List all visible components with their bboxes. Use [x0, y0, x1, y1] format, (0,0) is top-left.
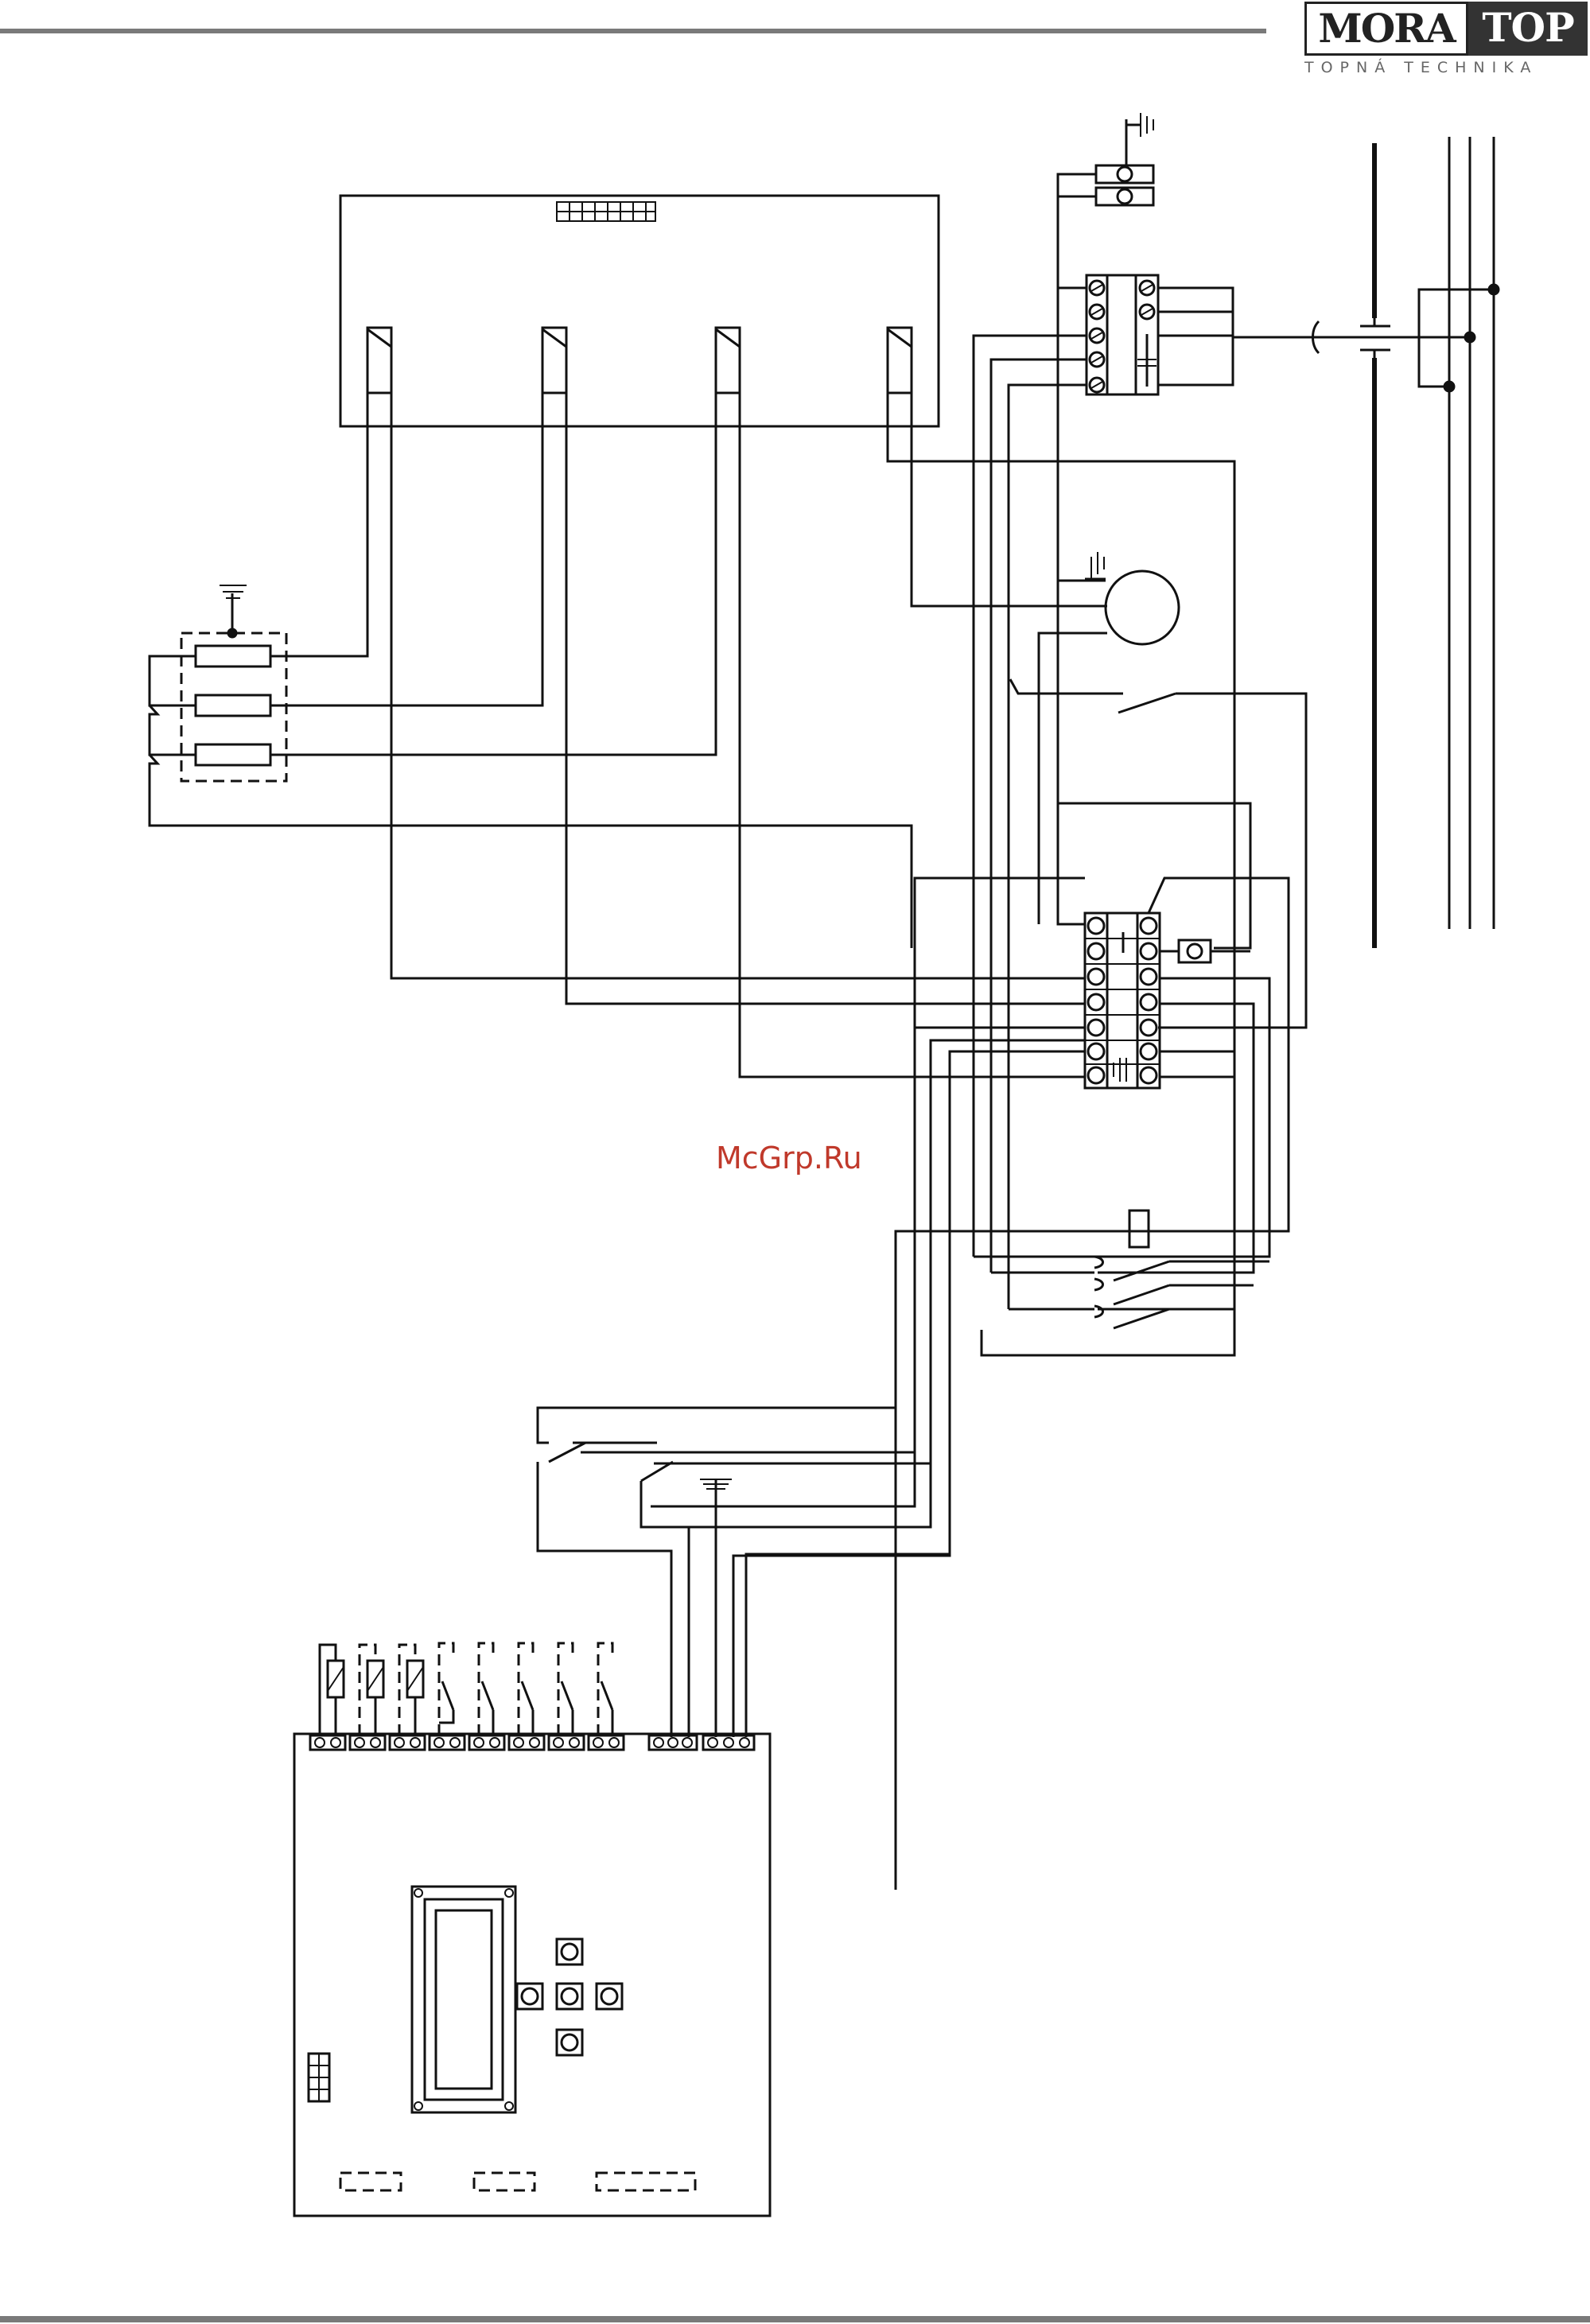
pump-motor	[1039, 552, 1179, 924]
control-wiring	[538, 1231, 950, 1737]
footer-rule	[0, 2316, 1590, 2322]
housing-wires	[391, 426, 1234, 1355]
contactor	[896, 1211, 1289, 1328]
board-inputs	[320, 1643, 612, 1735]
board-dashed-connectors	[340, 2173, 695, 2190]
heating-elements	[150, 426, 912, 948]
board-buttons	[517, 1939, 622, 2055]
supply-cable	[1233, 137, 1499, 948]
housing-connectors	[367, 328, 912, 426]
control-board	[294, 1734, 770, 2216]
element-housing	[340, 196, 939, 426]
board-header-pins	[309, 2054, 329, 2101]
watermark-text: McGrp.Ru	[716, 1141, 862, 1176]
supply-terminal	[974, 113, 1233, 1309]
safety-thermostat	[1010, 679, 1306, 1028]
board-display	[412, 1887, 515, 2112]
